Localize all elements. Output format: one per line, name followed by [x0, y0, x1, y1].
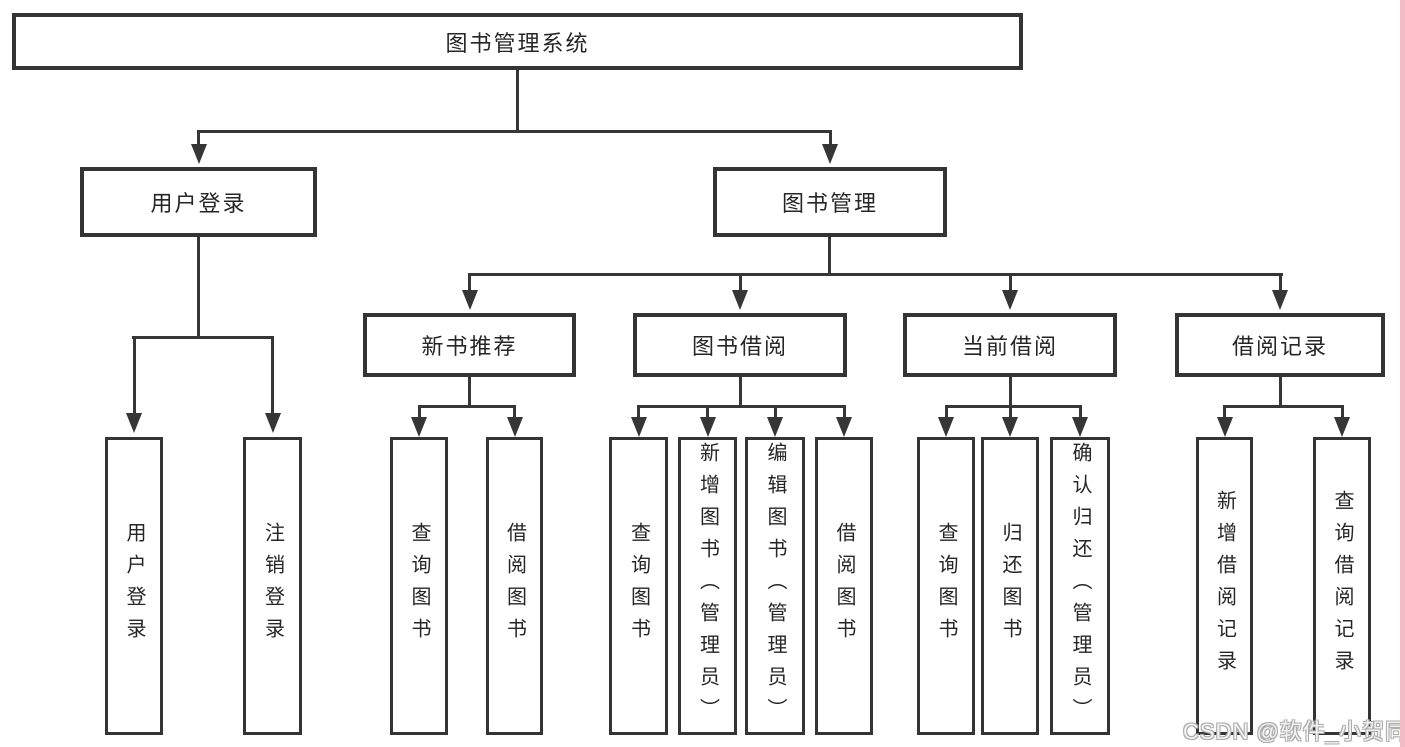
csdn-watermark: CSDN @软件_小贺同学 [1183, 719, 1405, 744]
right-edge-strip [1400, 0, 1405, 747]
connector-arrow [1334, 405, 1350, 437]
node-label: 用户登录 [123, 522, 145, 650]
node-current-borrow: 当前借阅 [903, 313, 1117, 377]
node-br-add-record: 新增借阅记录 [1196, 437, 1253, 735]
node-cb-query-books: 查询图书 [917, 437, 975, 735]
node-nbr-query-books: 查询图书 [390, 437, 448, 735]
node-label: 借阅图书 [833, 522, 855, 650]
connector-vline [1278, 377, 1282, 405]
node-label: 新增借阅记录 [1213, 490, 1236, 682]
connector-arrow [411, 405, 427, 437]
node-label: 借阅记录 [1231, 334, 1328, 359]
connector-arrow [1272, 273, 1288, 310]
node-nbr-borrow-books: 借阅图书 [486, 437, 543, 735]
node-br-query-record: 查询借阅记录 [1313, 437, 1371, 735]
connector-arrow [767, 405, 783, 437]
connector-arrow [1002, 405, 1018, 437]
connector-arrow [822, 130, 838, 164]
connector-vline [516, 70, 519, 130]
node-label: 当前借阅 [961, 334, 1058, 359]
connector-vline [197, 237, 200, 336]
node-bb-query-books: 查询图书 [609, 437, 668, 735]
connector-hline [197, 130, 832, 133]
node-label: 确认归还（管理员） [1069, 442, 1091, 730]
connector-hline [132, 336, 274, 339]
node-label: 查询借阅记录 [1331, 490, 1353, 682]
connector-hline [1223, 405, 1344, 408]
connector-arrow [461, 273, 478, 310]
connector-arrow [732, 273, 748, 310]
node-label: 查询图书 [935, 522, 957, 650]
node-book-borrow: 图书借阅 [633, 313, 847, 377]
node-label: 新增图书（管理员） [696, 442, 719, 730]
connector-arrow [938, 405, 954, 437]
node-label: 查询图书 [408, 522, 430, 650]
node-new-book-recommend: 新书推荐 [363, 313, 576, 377]
connector-arrow [264, 336, 281, 433]
node-user-login-leaf: 用户登录 [105, 437, 163, 735]
connector-hline [468, 273, 1283, 276]
node-label: 注销登录 [261, 522, 284, 650]
node-borrow-records: 借阅记录 [1175, 313, 1385, 377]
node-label: 借阅图书 [503, 522, 526, 650]
connector-hline [417, 405, 516, 408]
node-root: 图书管理系统 [12, 13, 1023, 70]
connector-arrow [1216, 405, 1233, 437]
connector-vline [468, 377, 471, 405]
node-label: 新书推荐 [421, 334, 518, 359]
connector-arrow [699, 405, 716, 437]
node-book-management: 图书管理 [713, 167, 947, 237]
connector-hline [637, 405, 846, 408]
connector-vline [1008, 377, 1012, 405]
node-label: 查询图书 [627, 522, 650, 650]
node-user-login: 用户登录 [80, 167, 317, 237]
connector-vline [828, 237, 831, 273]
connector-vline [738, 377, 742, 405]
connector-arrow [1002, 273, 1018, 310]
connector-arrow [190, 130, 207, 164]
connector-arrow [126, 336, 142, 433]
connector-arrow [1072, 405, 1088, 437]
node-cb-confirm-return-admin: 确认归还（管理员） [1050, 437, 1110, 735]
node-label: 图书管理系统 [445, 30, 590, 56]
connector-arrow [836, 405, 852, 437]
node-bb-edit-books-admin: 编辑图书（管理员） [745, 437, 805, 735]
node-label: 编辑图书（管理员） [764, 442, 786, 730]
connector-hline [944, 405, 1082, 408]
node-label: 图书管理 [781, 191, 878, 216]
connector-arrow [630, 405, 647, 437]
connector-arrow [506, 405, 523, 437]
node-label: 图书借阅 [691, 334, 788, 359]
node-cb-return-books: 归还图书 [981, 437, 1039, 735]
node-label: 用户登录 [150, 191, 247, 216]
node-bb-borrow-books: 借阅图书 [815, 437, 873, 735]
node-bb-add-books-admin: 新增图书（管理员） [678, 437, 737, 735]
node-label: 归还图书 [999, 522, 1021, 650]
node-logout: 注销登录 [243, 437, 302, 735]
